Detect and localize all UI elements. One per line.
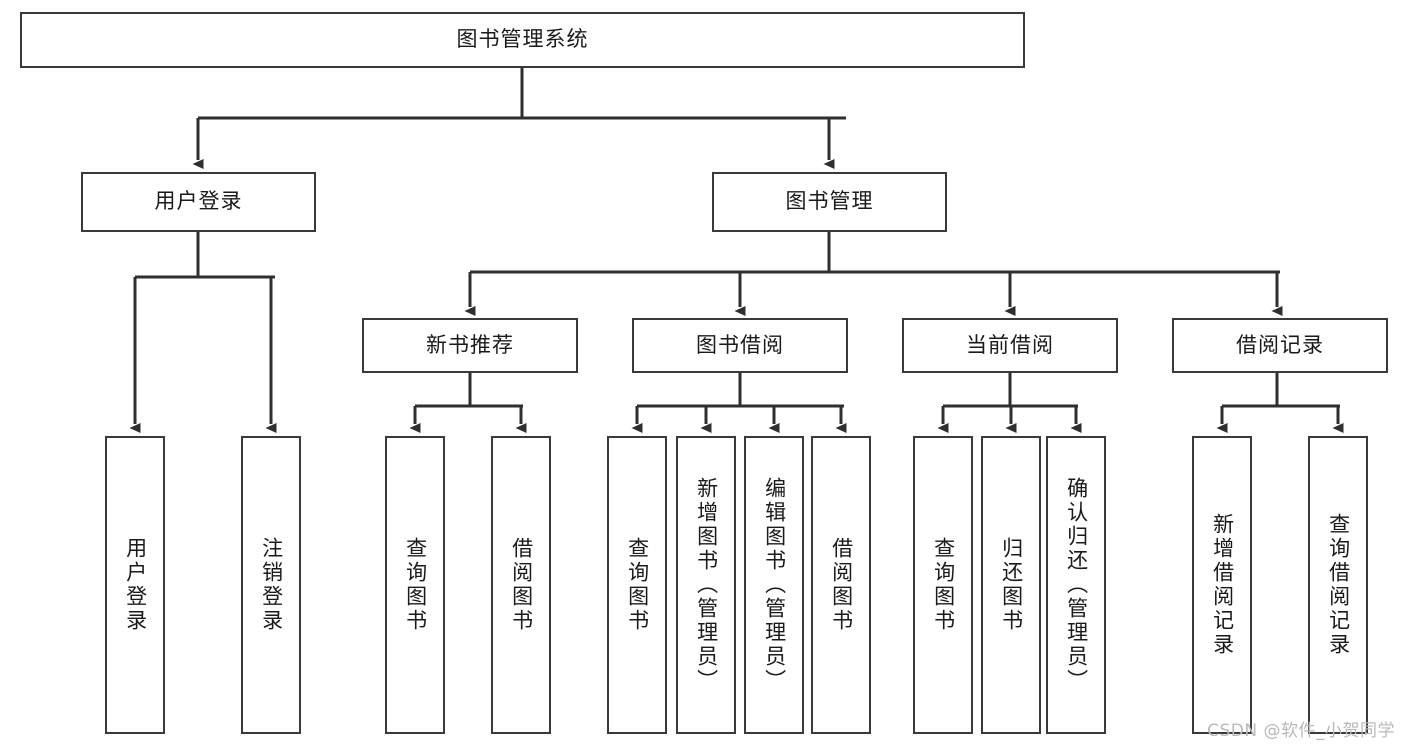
node-leaf-query-book-current[interactable]: 查询图书: [913, 436, 973, 734]
node-leaf-borrow-book-newbook-label: 借阅图书: [509, 537, 534, 633]
node-leaf-return-book[interactable]: 归还图书: [981, 436, 1041, 734]
node-leaf-query-book-newbook[interactable]: 查询图书: [385, 436, 445, 734]
node-borrow-record[interactable]: 借阅记录: [1172, 318, 1388, 373]
node-book-borrow-label: 图书借阅: [696, 332, 784, 357]
node-leaf-user-login-label: 用户登录: [123, 537, 148, 633]
node-leaf-query-book-borrow[interactable]: 查询图书: [607, 436, 667, 734]
node-borrow-record-label: 借阅记录: [1236, 332, 1324, 357]
node-root-label: 图书管理系统: [456, 27, 589, 52]
node-new-book-recommend[interactable]: 新书推荐: [362, 318, 578, 373]
node-new-book-recommend-label: 新书推荐: [426, 332, 514, 357]
node-leaf-logout-label: 注销登录: [259, 537, 284, 633]
node-leaf-add-borrow-record[interactable]: 新增借阅记录: [1192, 436, 1252, 734]
node-leaf-add-borrow-record-label: 新增借阅记录: [1210, 513, 1235, 657]
node-leaf-borrow-book-borrow-label: 借阅图书: [829, 537, 854, 633]
node-leaf-user-login[interactable]: 用户登录: [105, 436, 165, 734]
node-leaf-query-borrow-record-label: 查询借阅记录: [1326, 513, 1351, 657]
node-leaf-query-book-current-label: 查询图书: [931, 537, 956, 633]
node-book-borrow[interactable]: 图书借阅: [632, 318, 848, 373]
node-leaf-add-book-admin[interactable]: 新增图书（管理员）: [676, 436, 736, 734]
node-leaf-logout[interactable]: 注销登录: [241, 436, 301, 734]
node-user-login-label: 用户登录: [154, 189, 243, 214]
node-leaf-add-book-admin-label: 新增图书（管理员）: [694, 477, 719, 693]
node-leaf-edit-book-admin-label: 编辑图书（管理员）: [762, 477, 787, 693]
node-leaf-confirm-return-admin-label: 确认归还（管理员）: [1064, 477, 1089, 693]
node-leaf-query-book-borrow-label: 查询图书: [625, 537, 650, 633]
node-root[interactable]: 图书管理系统: [20, 12, 1025, 68]
node-leaf-borrow-book-borrow[interactable]: 借阅图书: [811, 436, 871, 734]
node-book-management-label: 图书管理: [785, 189, 874, 214]
node-current-borrow-label: 当前借阅: [966, 332, 1054, 357]
node-leaf-edit-book-admin[interactable]: 编辑图书（管理员）: [744, 436, 804, 734]
node-leaf-query-borrow-record[interactable]: 查询借阅记录: [1308, 436, 1368, 734]
node-user-login[interactable]: 用户登录: [81, 172, 316, 232]
node-leaf-borrow-book-newbook[interactable]: 借阅图书: [491, 436, 551, 734]
node-leaf-return-book-label: 归还图书: [999, 537, 1024, 633]
node-leaf-confirm-return-admin[interactable]: 确认归还（管理员）: [1046, 436, 1106, 734]
node-current-borrow[interactable]: 当前借阅: [902, 318, 1118, 373]
node-leaf-query-book-newbook-label: 查询图书: [403, 537, 428, 633]
node-book-management[interactable]: 图书管理: [712, 172, 947, 232]
